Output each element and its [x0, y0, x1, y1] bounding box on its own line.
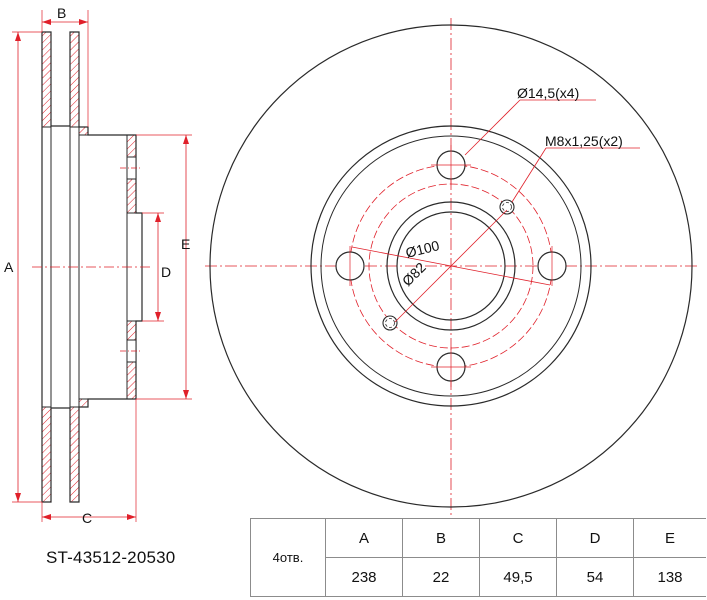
hole-callout-label: Ø14,5(x4)	[517, 85, 579, 101]
hat-outer-edge	[310, 125, 592, 407]
hat-inner-edge	[320, 135, 582, 397]
spec-value-row: 238 22 49,5 54 138	[251, 557, 706, 597]
hub-outer-edge	[386, 201, 516, 331]
dim-a-label: A	[4, 259, 14, 275]
dim-b-label: B	[57, 5, 66, 21]
bore-label: Ø82	[399, 259, 429, 289]
hat-wall-bottom-section	[78, 398, 89, 408]
spec-col-b: B	[402, 518, 480, 558]
thread-hole-lower	[382, 315, 398, 331]
inner-plate-bottom-section	[69, 406, 80, 503]
side-section-view: A B C D E	[4, 5, 192, 526]
spec-value-e: 138	[633, 557, 706, 597]
bore-diameter-line	[394, 209, 508, 323]
pcd-label: Ø100	[404, 237, 441, 261]
thread-callout-leader	[511, 147, 547, 203]
outer-plate-bottom-section	[41, 406, 52, 503]
spec-value-b: 22	[402, 557, 480, 597]
bolt-holes	[335, 145, 567, 387]
hole-callout-leader	[464, 99, 521, 156]
spec-col-a: A	[325, 518, 403, 558]
dimension-b	[41, 10, 89, 127]
dim-e-label: E	[181, 236, 190, 252]
disc-outer-edge	[209, 24, 693, 508]
spec-value-a: 238	[325, 557, 403, 597]
spec-row-header: 4отв.	[250, 518, 326, 597]
outer-plate-top-section	[41, 31, 52, 128]
spec-header-row: 4отв. A B C D E	[250, 518, 706, 597]
dimension-e	[136, 134, 192, 400]
spec-col-d: D	[556, 518, 634, 558]
hat-wall-top-section	[78, 126, 89, 136]
part-number: ST-43512-20530	[46, 548, 176, 567]
dimension-a	[12, 31, 42, 503]
spec-value-c: 49,5	[479, 557, 557, 597]
spec-value-d: 54	[556, 557, 634, 597]
threaded-holes	[382, 199, 515, 331]
front-view: Ø14,5(x4) M8x1,25(x2) Ø100 Ø82	[205, 18, 700, 515]
thread-callout-label: M8x1,25(x2)	[545, 133, 623, 149]
center-bore	[396, 211, 506, 321]
inner-plate-top-section	[69, 31, 80, 128]
spec-col-c: C	[479, 518, 557, 558]
spec-col-e: E	[633, 518, 706, 558]
dimension-c	[41, 399, 137, 522]
dim-c-label: C	[82, 510, 92, 526]
dimension-d	[142, 212, 164, 322]
spec-table: 4отв. A B C D E 238 22 49,5 54 138	[250, 518, 706, 597]
thread-hole-upper	[499, 199, 515, 215]
dim-d-label: D	[161, 264, 171, 280]
